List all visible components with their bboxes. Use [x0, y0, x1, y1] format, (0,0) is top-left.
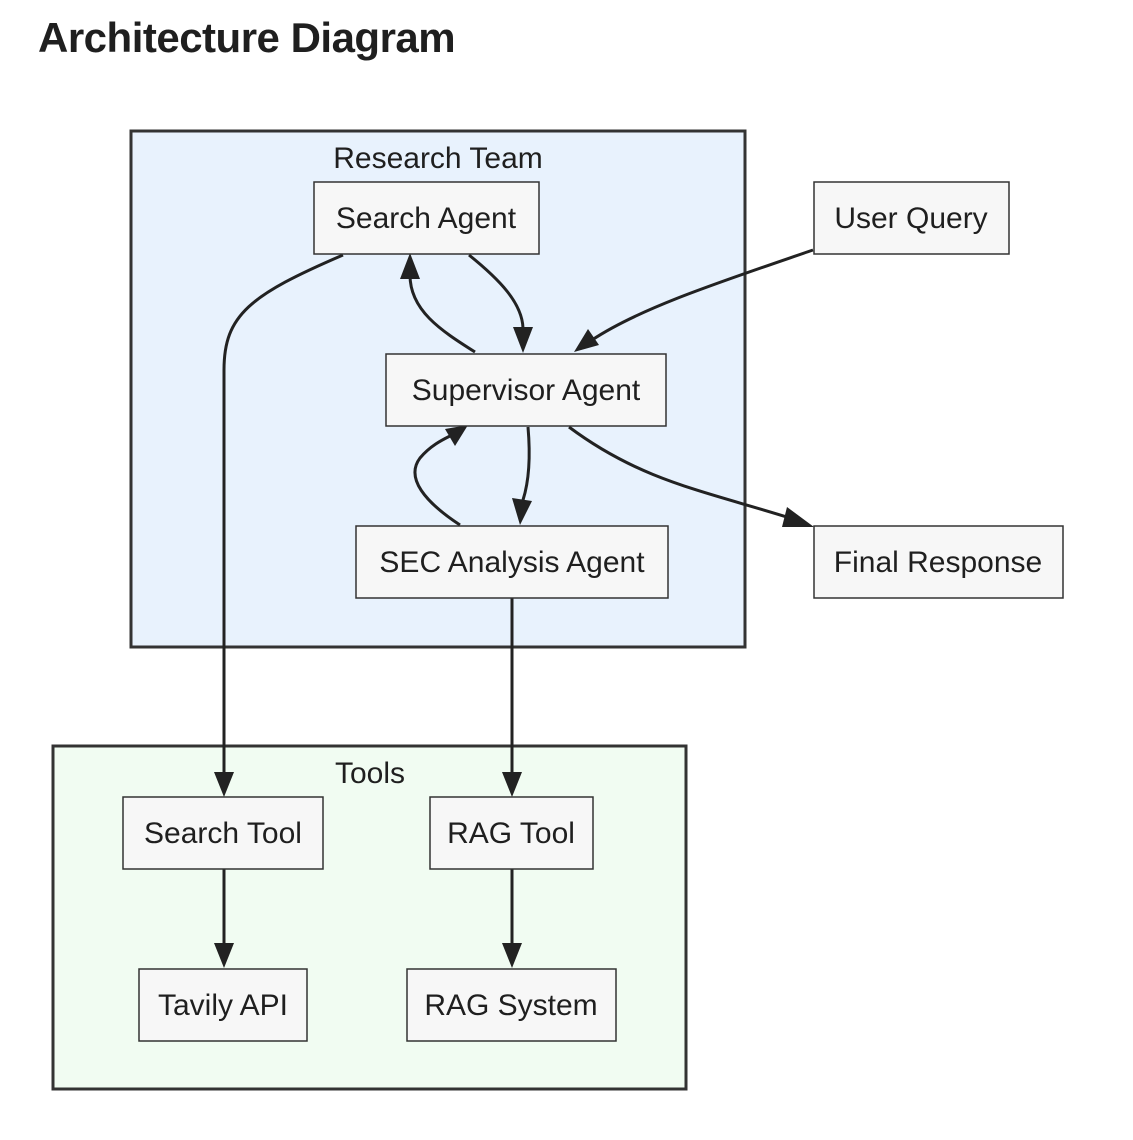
node-search-agent-label: Search Agent [336, 202, 517, 235]
edge-supervisor-to-sec-agent [521, 426, 531, 501]
edge-search-agent-to-search-tool [222, 253, 344, 773]
node-user-query[interactable]: User Query [813, 181, 1010, 255]
node-sec-analysis-agent[interactable]: SEC Analysis Agent [355, 525, 669, 599]
arrowhead-rag-tool-to-rag-system [502, 943, 522, 968]
node-user-query-label: User Query [834, 202, 987, 235]
arrowhead-sec-agent-to-supervisor [445, 425, 468, 446]
edge-search-agent-to-supervisor [468, 253, 525, 329]
node-supervisor-agent[interactable]: Supervisor Agent [385, 353, 667, 427]
node-rag-tool[interactable]: RAG Tool [429, 796, 594, 870]
node-rag-system[interactable]: RAG System [406, 968, 617, 1042]
arrowhead-supervisor-to-final-response [782, 507, 814, 527]
node-search-agent[interactable]: Search Agent [313, 181, 540, 255]
arrowhead-user-query-to-supervisor [574, 329, 599, 352]
node-search-tool[interactable]: Search Tool [122, 796, 324, 870]
node-tavily-api[interactable]: Tavily API [138, 968, 308, 1042]
node-supervisor-agent-label: Supervisor Agent [412, 374, 641, 407]
arrowhead-supervisor-to-sec-agent [512, 498, 532, 525]
edge-supervisor-to-search-agent [408, 274, 476, 354]
arrowhead-search-agent-to-search-tool [214, 772, 234, 797]
group-tools-label: Tools [335, 757, 405, 790]
arrowhead-supervisor-to-search-agent [400, 253, 420, 279]
edge-sec-agent-to-supervisor [413, 434, 461, 527]
node-rag-system-label: RAG System [424, 989, 597, 1022]
edges [214, 248, 814, 968]
arrowhead-search-tool-to-tavily [214, 943, 234, 968]
node-final-response-label: Final Response [834, 546, 1042, 579]
edge-user-query-to-supervisor [591, 248, 814, 342]
node-sec-analysis-agent-label: SEC Analysis Agent [379, 546, 645, 579]
node-rag-tool-label: RAG Tool [447, 817, 575, 850]
node-tavily-api-label: Tavily API [158, 989, 288, 1022]
page-title: Architecture Diagram [38, 14, 456, 61]
arrowhead-search-agent-to-supervisor [513, 327, 533, 353]
group-research-team-label: Research Team [333, 142, 543, 175]
arrowhead-sec-agent-to-rag-tool [502, 772, 522, 797]
node-final-response[interactable]: Final Response [813, 525, 1064, 599]
node-search-tool-label: Search Tool [144, 817, 302, 850]
edge-supervisor-to-final-response [568, 425, 791, 520]
